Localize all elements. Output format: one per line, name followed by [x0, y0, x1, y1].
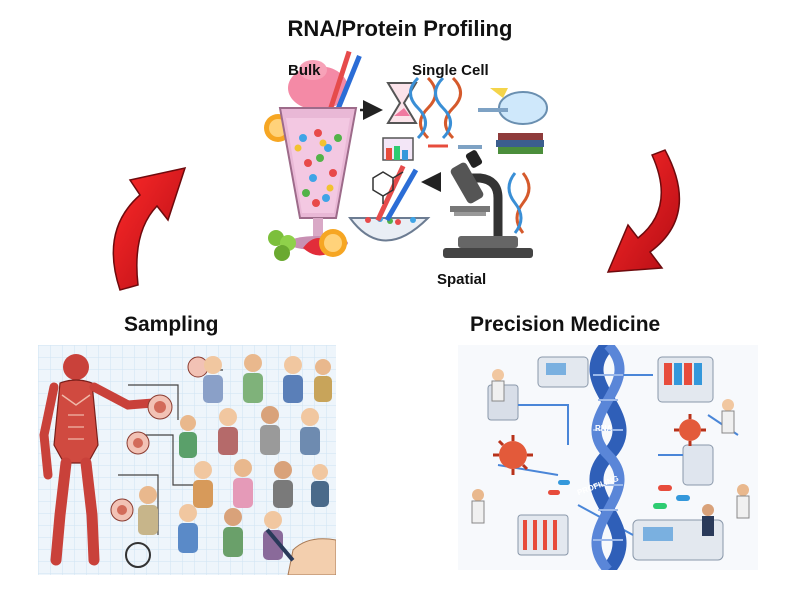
flask-icon: [382, 137, 482, 161]
pill-icon: [548, 480, 690, 509]
virus-icon: [493, 414, 706, 475]
books-icon: [496, 133, 544, 154]
precision-medicine-label: Precision Medicine: [470, 313, 661, 336]
spatial-label: Spatial: [437, 271, 487, 288]
molecule-icon: [372, 171, 404, 204]
page-title: RNA/Protein Profiling: [287, 16, 513, 41]
helix-text-1: RNA: [595, 424, 613, 433]
hand-pen-icon: [265, 528, 336, 575]
bulk-label: Bulk: [288, 62, 321, 79]
smoothie-glass-icon: [264, 50, 362, 261]
bowl-icon: [319, 164, 431, 257]
arrow-sampling-to-profiling-icon: [112, 166, 187, 291]
crowd-icon: [125, 354, 332, 568]
sampling-label: Sampling: [124, 313, 219, 336]
dna-icon: [409, 76, 462, 140]
single-cell-label: Single Cell: [412, 62, 489, 79]
precision-panel: RNA PROFILING: [458, 345, 758, 570]
dna-helix-icon: [589, 345, 627, 570]
arrow-profiling-to-precision-icon: [606, 149, 681, 273]
profiling-panel: [258, 48, 558, 293]
scientist-icon: [471, 369, 750, 536]
dna-small-icon: [507, 172, 531, 234]
tissue-sample-icon: [110, 356, 209, 522]
sampling-panel: [38, 345, 336, 575]
muscle-anatomy-icon: [39, 354, 158, 566]
microscope-icon: [443, 150, 533, 258]
lab-machine-icon: [487, 356, 724, 561]
pipette-icon: [478, 88, 548, 125]
